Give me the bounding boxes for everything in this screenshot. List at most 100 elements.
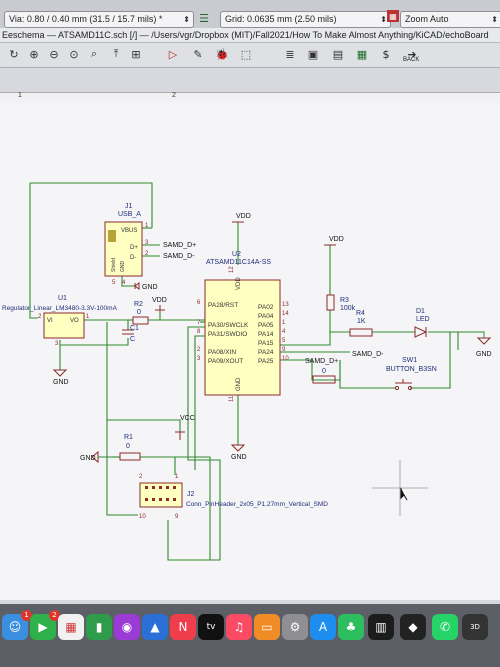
hierarchy-up-icon[interactable]: ⤒ [113, 47, 119, 60]
numbers-icon[interactable]: ▮ [86, 614, 112, 640]
evernote-icon[interactable]: ♣ [338, 614, 364, 640]
u2-pin-pa24: PA24 [258, 349, 274, 356]
net-label-samd-dm: SAMD_D- [163, 253, 195, 260]
u2-num: 13 [282, 302, 289, 308]
j2-pins [145, 486, 176, 501]
via-size-value: Via: 0.80 / 0.40 mm (31.5 / 15.7 mils) * [9, 14, 163, 24]
annotate-icon[interactable]: ✎ [193, 47, 203, 61]
appletv-icon[interactable]: tv [198, 614, 224, 640]
j1-pin-dp: D+ [130, 245, 138, 251]
u2-body[interactable] [204, 279, 281, 396]
add-component-icon[interactable]: ▷ [168, 47, 178, 61]
whatsapp-icon[interactable]: ✆ [432, 614, 458, 640]
calendar-icon[interactable]: ▦ [58, 614, 84, 640]
pcb-icon[interactable]: ▦ [356, 47, 368, 61]
j2-num: 10 [139, 514, 146, 520]
chevron-down-icon: ⬍ [380, 15, 387, 24]
wire [106, 322, 181, 432]
zoom-out-icon[interactable]: ⊖ [49, 47, 59, 61]
u1-pin-vi: VI [47, 318, 53, 324]
grid-icon[interactable]: ▦ [387, 10, 399, 22]
piano-icon[interactable]: ▥ [368, 614, 394, 640]
r4-value: 1K [357, 318, 366, 325]
netlist-icon[interactable]: ⬚ [240, 47, 252, 61]
zoom-combo[interactable]: Zoom Auto ⬍ [400, 11, 500, 28]
u2-gnd-num: 11 [229, 395, 235, 402]
r2-body[interactable] [132, 316, 149, 325]
music-icon[interactable]: ♫ [226, 614, 252, 640]
u2-num: 10 [282, 356, 289, 362]
r3-body[interactable] [326, 294, 335, 311]
r3-ref: R3 [340, 297, 349, 304]
grid-value: Grid: 0.0635 mm (2.50 mils) [225, 14, 337, 24]
led-symbol[interactable] [414, 326, 428, 338]
u2-vdd-num: 12 [229, 266, 235, 273]
footprint-assign-icon[interactable]: ▣ [307, 47, 319, 61]
r4-ref: R4 [356, 310, 365, 317]
refresh-icon[interactable]: ↻ [9, 47, 19, 61]
wire [194, 335, 205, 440]
inkscape-icon[interactable]: ◆ [400, 614, 426, 640]
window-title: Eeschema — ATSAMD11C.sch [/] — /Users/vg… [0, 28, 500, 43]
erc-icon[interactable]: 🐞 [215, 47, 229, 61]
news-icon[interactable]: N [170, 614, 196, 640]
gnd-symbol [52, 369, 68, 377]
wire [106, 420, 138, 516]
zoom-fit-icon[interactable]: ⊙ [69, 47, 79, 61]
j1-pin-gnd: GND [120, 261, 126, 273]
gnd-symbol [134, 282, 140, 290]
schematic-canvas[interactable]: J1 USB_A VBUS D+ D- Shield GND 1 3 2 5 4… [0, 103, 500, 600]
u1-body[interactable] [43, 312, 85, 339]
back-icon[interactable]: ➜ [407, 47, 417, 61]
via-size-combo[interactable]: Via: 0.80 / 0.40 mm (31.5 / 15.7 mils) *… [4, 11, 194, 28]
j1-num3: 3 [145, 240, 149, 246]
c1-ref: C1 [130, 325, 139, 332]
c1-body[interactable] [122, 329, 134, 335]
system-preferences-icon[interactable]: ⚙ [282, 614, 308, 640]
bom-icon[interactable]: ≣ [285, 47, 295, 61]
bom-generate-icon[interactable]: $ [382, 47, 390, 61]
option-bar: Via: 0.80 / 0.40 mm (31.5 / 15.7 mils) *… [0, 0, 500, 29]
r3-value: 100k [340, 305, 356, 312]
track-width-icon[interactable]: ☰ [199, 11, 209, 25]
wire [339, 360, 395, 389]
appstore-icon[interactable]: A [310, 614, 336, 640]
u2-pin-pa31: PA31/SWDIO [208, 331, 247, 338]
u2-num: 5 [282, 338, 286, 344]
vdd-symbol [155, 305, 165, 311]
u2-num: 9 [282, 347, 286, 353]
keynote-icon[interactable]: ▲ [142, 614, 168, 640]
mouse-pointer-icon [400, 488, 408, 501]
zoom-selection-icon[interactable]: ⌕ [90, 47, 98, 60]
podcasts-icon[interactable]: ◉ [114, 614, 140, 640]
3dvox-icon[interactable]: 3D [462, 614, 488, 640]
r-small-body[interactable] [312, 375, 336, 384]
ruler-mark: 2 [172, 92, 176, 99]
gnd-label: GND [80, 455, 96, 462]
net-label-samd-dp: SAMD_D+ [163, 242, 196, 249]
u2-num: 4 [282, 329, 286, 335]
wire [458, 331, 485, 338]
d1-value: LED [416, 316, 430, 323]
r1-value: 0 [126, 443, 130, 450]
books-icon[interactable]: ▭ [254, 614, 280, 640]
hierarchy-icon[interactable]: ⊞ [131, 47, 141, 61]
j1-value: USB_A [118, 211, 141, 218]
r1-body[interactable] [119, 452, 141, 461]
facetime-icon[interactable]: ▶2 [30, 610, 60, 640]
zoom-in-icon[interactable]: ⊕ [29, 47, 39, 61]
u2-num: 14 [282, 311, 289, 317]
r1-ref: R1 [124, 434, 133, 441]
wire [280, 310, 331, 346]
r4-body[interactable] [349, 328, 373, 337]
j2-num: 1 [175, 474, 179, 480]
j1-pin-shield: Shield [111, 258, 117, 272]
finder-icon[interactable]: ☺1 [2, 610, 32, 640]
u2-pin-pa25: PA25 [258, 358, 274, 365]
j1-pin-vbus: VBUS [121, 228, 137, 234]
u2-pin-pa04: PA04 [258, 313, 274, 320]
symbol-editor-icon[interactable]: ▤ [332, 47, 344, 61]
sw1-body[interactable] [395, 379, 412, 384]
grid-combo[interactable]: Grid: 0.0635 mm (2.50 mils) ⬍ [220, 11, 391, 28]
